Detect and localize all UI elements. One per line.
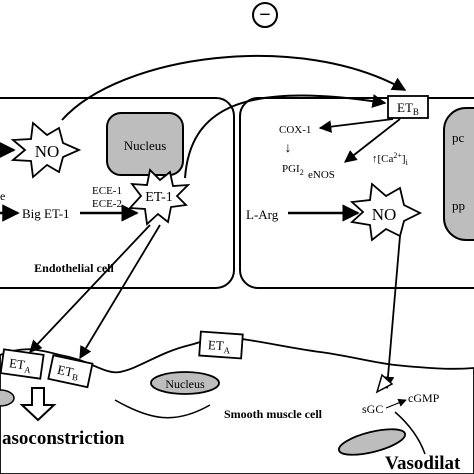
calcium-label: ↑[Ca2+]i (372, 151, 409, 167)
no-label-left: NO (35, 142, 60, 161)
arrow-etb-to-enos (344, 118, 401, 163)
partial-bottom-label: pp (452, 198, 465, 213)
big-et1-label: Big ET-1 (22, 206, 70, 221)
nucleus-right (443, 107, 474, 241)
inhibition-symbol: − (252, 2, 278, 28)
muscle-fiber-right (394, 411, 426, 455)
sgc-label: sGC (362, 402, 383, 416)
enos-label: eNOS (308, 169, 335, 181)
vasoconstriction-label: asoconstriction (2, 428, 125, 449)
arrow-no-to-etb (61, 54, 407, 121)
arrow-etb-to-cox1 (318, 118, 394, 133)
svg-text:ETA: ETA (8, 355, 33, 375)
partial-top-label: pc (452, 130, 465, 145)
smooth-muscle-cell-label: Smooth muscle cell (224, 407, 323, 421)
ece1-label: ECE-1 (92, 185, 122, 197)
arrow-sgc-to-cgmp (385, 398, 407, 409)
etb-receptor-muscle: ETB (47, 354, 94, 389)
ece2-label: ECE-2 (92, 198, 122, 210)
no-burst-left (10, 121, 82, 179)
sgc-receptor-notch (375, 373, 394, 394)
endothelial-cell-right (239, 97, 474, 289)
nucleus-left-label: Nucleus (124, 138, 167, 153)
eta-receptor: ETA (0, 348, 45, 380)
svg-text:ETB: ETB (56, 362, 81, 383)
cox1-label: COX-1 (279, 124, 311, 136)
no-label-right: NO (372, 205, 397, 224)
endothelial-cell-label: Endothelial cell (34, 261, 114, 275)
partial-left-text: e (0, 189, 5, 203)
vasodilation-label: Vasodilat (385, 453, 461, 474)
larg-label: L-Arg (246, 207, 279, 222)
nucleus-left (106, 112, 184, 176)
et1-burst (128, 168, 191, 226)
arrow-no-to-sgc (381, 235, 401, 390)
et1-label: ET-1 (145, 190, 172, 205)
down-arrow-glyph: ↓ (285, 141, 292, 156)
arrow-et1-to-etb (184, 94, 387, 179)
etb-receptor-top (387, 95, 429, 119)
nucleus-muscle-label: Nucleus (165, 377, 205, 391)
nucleus-edge-left (0, 389, 15, 407)
muscle-contour (114, 399, 211, 419)
cgmp-label: cGMP (408, 391, 440, 405)
arrow-et1-to-etb (79, 224, 161, 360)
nucleus-muscle (150, 371, 220, 395)
arrow-et1-to-eta (29, 224, 151, 353)
no-burst-right (349, 182, 423, 242)
svg-text:ETA: ETA (207, 337, 231, 356)
inhibition-sign: − (259, 4, 270, 26)
hollow-down-arrow (19, 387, 57, 422)
etb-top-label: ETB (397, 100, 419, 117)
pgi2-label: PGI2 (282, 163, 304, 177)
eta-receptor-top: ETA (198, 330, 244, 360)
nucleus-muscle-right (338, 428, 406, 456)
